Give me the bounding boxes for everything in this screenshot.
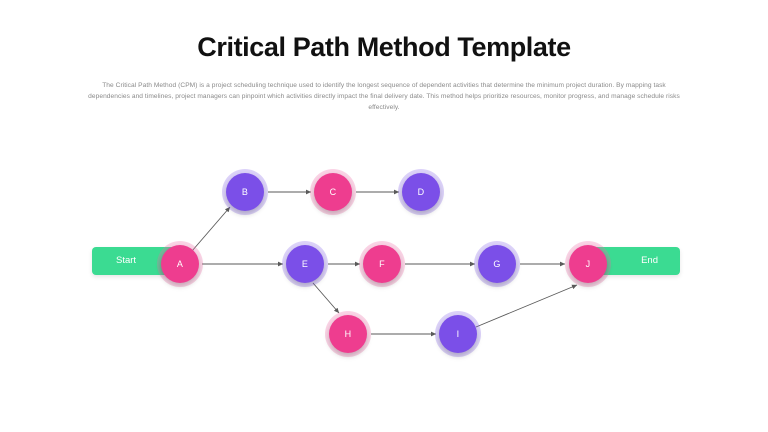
task-node-label: J <box>569 245 607 283</box>
task-node-c[interactable]: C <box>310 169 356 215</box>
task-node-h[interactable]: H <box>325 311 371 357</box>
task-node-label: F <box>363 245 401 283</box>
edge-a-to-b <box>191 206 231 252</box>
edge-e-to-h <box>312 282 340 314</box>
task-node-label: I <box>439 315 477 353</box>
task-node-label: A <box>161 245 199 283</box>
task-node-label: D <box>402 173 440 211</box>
task-node-label: B <box>226 173 264 211</box>
task-node-a[interactable]: A <box>157 241 203 287</box>
task-node-d[interactable]: D <box>398 169 444 215</box>
edge-i-to-j <box>475 284 578 328</box>
task-node-label: E <box>286 245 324 283</box>
page-title: Critical Path Method Template <box>197 32 571 62</box>
task-node-e[interactable]: E <box>282 241 328 287</box>
task-node-b[interactable]: B <box>222 169 268 215</box>
task-node-f[interactable]: F <box>359 241 405 287</box>
task-node-label: G <box>478 245 516 283</box>
intro-paragraph: The Critical Path Method (CPM) is a proj… <box>88 82 680 112</box>
task-node-j[interactable]: J <box>565 241 611 287</box>
task-node-g[interactable]: G <box>474 241 520 287</box>
task-node-label: H <box>329 315 367 353</box>
task-node-label: C <box>314 173 352 211</box>
edge-group <box>191 189 578 337</box>
task-node-i[interactable]: I <box>435 311 481 357</box>
